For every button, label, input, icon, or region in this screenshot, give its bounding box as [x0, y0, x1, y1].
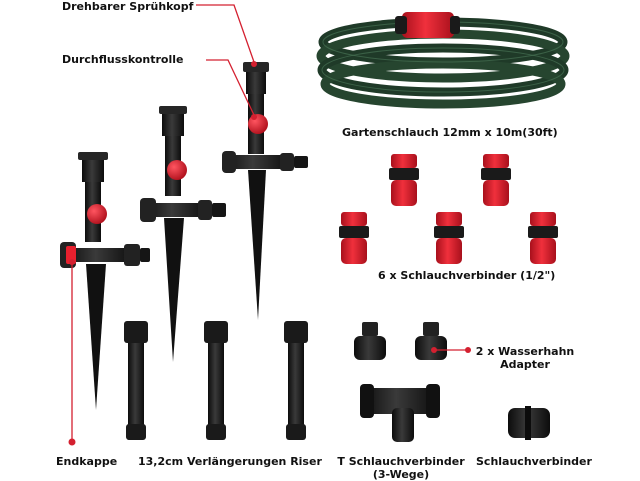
label-tap-adapter-line1: 2 x Wasserhahn	[475, 345, 575, 358]
label-t-connector-line2: (3-Wege)	[372, 468, 430, 481]
quick-connector-icon	[528, 212, 558, 264]
quick-connector-icon	[339, 212, 369, 264]
label-t-connector-line1: T Schlauchverbinder	[337, 455, 465, 468]
sprinkler-stake-icon	[140, 106, 226, 362]
riser-tube-icon	[284, 321, 308, 440]
quick-connector-icon	[434, 212, 464, 264]
tap-adapter-icon	[415, 322, 447, 360]
garden-hose-coil-icon	[316, 12, 570, 109]
label-tap-adapter-line2: Adapter	[500, 358, 550, 371]
label-t-connector: T Schlauchverbinder (3-Wege)	[336, 455, 466, 481]
callout-dots	[68, 61, 471, 446]
riser-tube-icon	[124, 321, 148, 440]
label-risers: 13,2cm Verlängerungen Riser	[138, 455, 322, 468]
quick-connector-icon	[389, 154, 419, 206]
callout-lines	[71, 4, 468, 440]
label-hose: Gartenschlauch 12mm x 10m(30ft)	[342, 126, 558, 139]
label-end-cap: Endkappe	[56, 455, 118, 468]
quick-connector-icon	[481, 154, 511, 206]
riser-tube-icon	[204, 321, 228, 440]
hose-connector-icon	[508, 406, 550, 440]
label-hose-connector: Schlauchverbinder	[476, 455, 592, 468]
label-tap-adapter: 2 x Wasserhahn Adapter	[470, 345, 580, 371]
tap-adapter-icon	[354, 322, 386, 360]
sprinkler-stake-icon	[222, 62, 308, 320]
label-flow-control: Durchflusskontrolle	[62, 53, 184, 66]
label-connectors: 6 x Schlauchverbinder (1/2")	[378, 269, 556, 282]
t-connector-icon	[360, 384, 440, 442]
label-rotating-head: Drehbarer Sprühkopf	[62, 0, 194, 13]
